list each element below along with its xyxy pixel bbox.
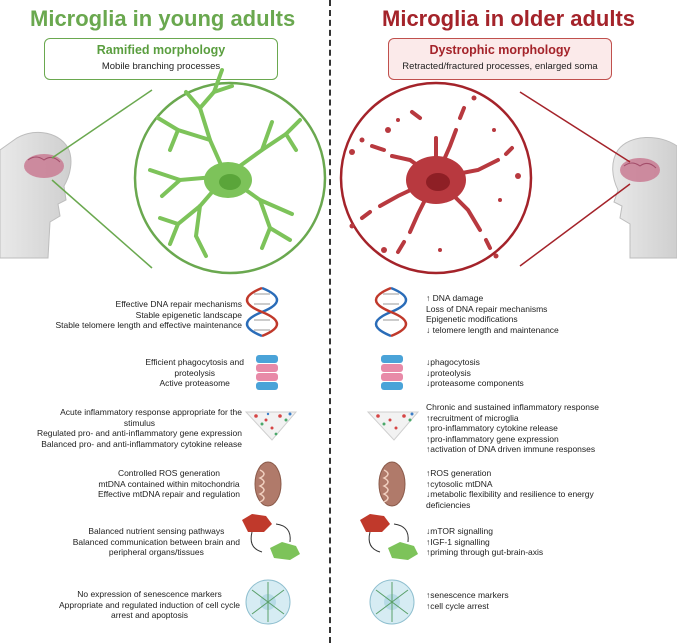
old-morphology-subtitle: Retracted/fractured processes, enlarged … — [402, 61, 598, 72]
young-ros-line: Effective mtDNA repair and regulation — [97, 489, 240, 499]
young-senescence-line: No expression of senescence markers — [77, 589, 222, 599]
old-dna-line: Loss of DNA repair mechanisms — [426, 303, 548, 314]
young-dna-line: Effective DNA repair mechanisms — [115, 299, 242, 309]
young-nutrient-text: Balanced nutrient sensing pathways Balan… — [73, 526, 240, 558]
young-inflammation-line: Acute inflammatory response appropriate … — [60, 407, 242, 417]
old-senescence-line: ↑senescence markers — [426, 590, 509, 600]
old-dna-line: ↓ telomere length and maintenance — [426, 324, 559, 335]
old-ros-line: deficiencies — [426, 499, 471, 510]
old-phagocytosis-line: ↓proteasome components — [426, 378, 524, 388]
young-nutrient-cells-icon — [242, 514, 300, 560]
old-dna-line: Epigenetic modifications — [426, 314, 518, 324]
old-inflammation-line: ↑pro-inflammatory cytokine release — [426, 423, 558, 433]
old-mitochondrion-icon — [378, 461, 406, 507]
young-title: Microglia in young adults — [30, 6, 296, 31]
young-morphology-box: Ramified morphology Mobile branching pro… — [44, 38, 278, 80]
young-morphology-title: Ramified morphology — [96, 43, 226, 57]
old-dna-icon — [374, 286, 408, 338]
young-inflammation-line: stimulus — [123, 417, 156, 428]
old-ros-line: ↓metabolic flexibility and resilience to… — [426, 489, 594, 499]
young-senescence-line: Appropriate and regulated induction of c… — [59, 599, 240, 610]
old-zoom-lines — [519, 91, 631, 267]
old-dna-text: ↑ DNA damage Loss of DNA repair mechanis… — [426, 293, 559, 335]
old-inflammation-icon — [366, 411, 420, 441]
old-ros-line: ↑ROS generation — [426, 468, 492, 478]
old-phagocytosis-line: ↓phagocytosis — [426, 357, 480, 367]
young-dna-icon — [245, 286, 279, 338]
old-senescent-cell-icon — [369, 579, 415, 625]
old-inflammation-text: Chronic and sustained inflammatory respo… — [426, 402, 599, 455]
young-zoom-lines — [51, 89, 153, 269]
young-nutrient-line: peripheral organs/tissues — [108, 547, 204, 557]
young-morphology-subtitle: Mobile branching processes — [101, 61, 221, 72]
old-nutrient-text: ↓mTOR signalling ↑IGF-1 signalling ↑prim… — [426, 526, 543, 558]
young-brain-head-icon — [0, 131, 72, 259]
young-proteasome-icon — [256, 355, 278, 390]
old-senescence-text: ↑senescence markers ↑cell cycle arrest — [426, 590, 509, 611]
young-nutrient-line: Balanced nutrient sensing pathways — [88, 526, 225, 536]
young-inflammation-line: Regulated pro- and anti-inflammatory gen… — [36, 428, 242, 438]
young-ros-line: Controlled ROS generation — [117, 468, 220, 478]
young-inflammation-icon — [244, 411, 298, 441]
old-inflammation-line: ↑pro-inflammatory gene expression — [426, 433, 559, 444]
young-microglia-cell-icon — [133, 68, 327, 275]
young-phagocytosis-line: Efficient phagocytosis and — [145, 357, 244, 367]
old-inflammation-line: Chronic and sustained inflammatory respo… — [426, 402, 599, 412]
young-dna-line: Stable telomere length and effective mai… — [55, 320, 243, 330]
young-senescent-cell-icon — [245, 579, 291, 625]
old-brain-head-icon — [612, 136, 677, 259]
young-nutrient-line: Balanced communication between brain and — [72, 536, 240, 547]
old-phagocytosis-text: ↓phagocytosis ↓proteolysis ↓proteasome c… — [426, 357, 524, 389]
old-phagocytosis-line: ↓proteolysis — [426, 367, 471, 378]
old-morphology-box: Dystrophic morphology Retracted/fracture… — [388, 38, 612, 80]
center-divider — [329, 0, 331, 643]
young-ros-line: mtDNA contained within mitochondria — [98, 478, 240, 489]
old-senescence-line: ↑cell cycle arrest — [426, 600, 489, 611]
old-nutrient-cells-icon — [360, 514, 418, 560]
old-inflammation-line: ↑activation of DNA driven immune respons… — [426, 444, 596, 454]
young-ros-text: Controlled ROS generation mtDNA containe… — [98, 468, 240, 500]
old-inflammation-line: ↑recruitment of microglia — [426, 412, 519, 423]
young-phagocytosis-line: Active proteasome — [159, 378, 230, 388]
young-inflammation-line: Balanced pro- and anti-inflammatory cyto… — [41, 438, 242, 449]
young-inflammation-text: Acute inflammatory response appropriate … — [37, 407, 242, 449]
old-ros-text: ↑ROS generation ↑cytosolic mtDNA ↓metabo… — [426, 468, 594, 510]
old-nutrient-line: ↓mTOR signalling — [426, 526, 493, 536]
young-phagocytosis-line: proteolysis — [174, 367, 216, 378]
old-ros-line: ↑cytosolic mtDNA — [426, 478, 493, 489]
old-dna-line: ↑ DNA damage — [426, 293, 484, 303]
old-title: Microglia in older adults — [382, 6, 636, 31]
old-proteasome-icon — [381, 355, 403, 390]
young-dna-line: Stable epigenetic landscape — [135, 309, 242, 320]
old-microglia-cell-icon — [339, 81, 533, 275]
old-morphology-title: Dystrophic morphology — [429, 43, 571, 57]
old-nutrient-line: ↑IGF-1 signalling — [426, 536, 490, 547]
young-senescence-text: No expression of senescence markers Appr… — [59, 589, 240, 621]
old-nutrient-line: ↑priming through gut-brain-axis — [426, 547, 544, 557]
young-mitochondrion-icon — [254, 461, 282, 507]
young-phagocytosis-text: Efficient phagocytosis and proteolysis A… — [145, 357, 244, 389]
young-senescence-line: arrest and apoptosis — [110, 610, 189, 620]
young-dna-text: Effective DNA repair mechanisms Stable e… — [56, 299, 243, 331]
